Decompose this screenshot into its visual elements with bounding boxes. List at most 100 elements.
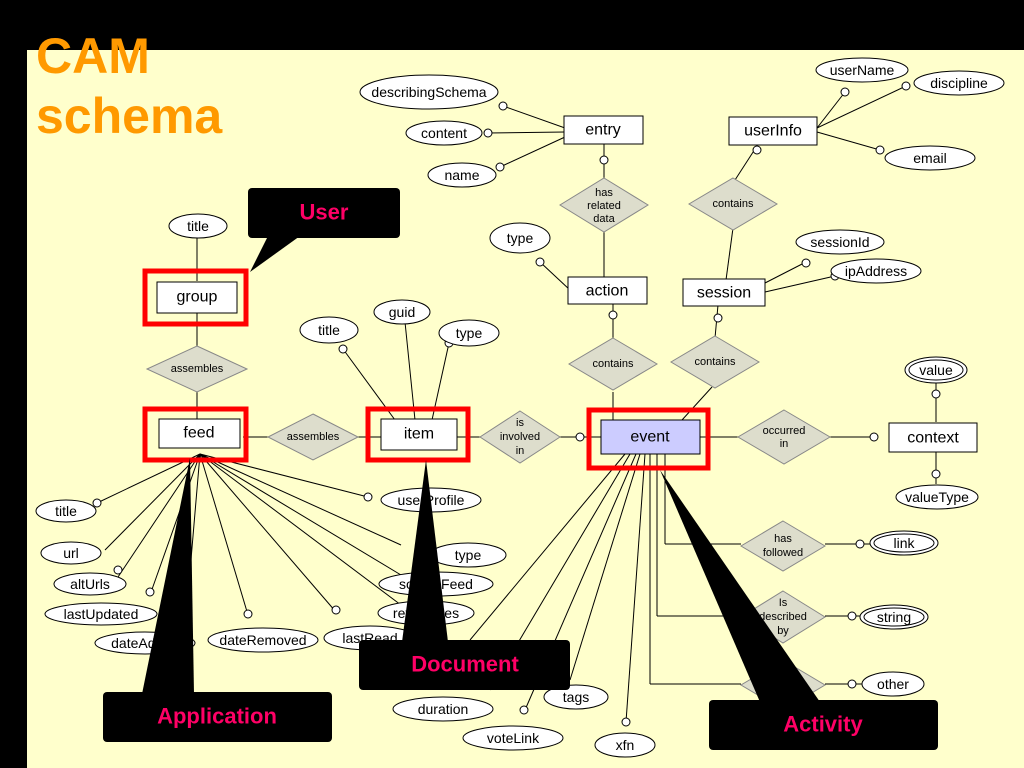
rel-text: contains [713,198,754,210]
attr-value: value [904,356,968,384]
rel-text: in [516,445,525,457]
attr-type-feed: type [429,542,507,568]
svg-text:sessionId: sessionId [810,234,869,250]
svg-text:ipAddress: ipAddress [845,263,907,279]
svg-text:describingSchema: describingSchema [371,84,486,100]
attr-title-item: title [299,316,359,344]
entity-label: feed [183,425,214,442]
svg-text:type: type [455,547,482,563]
svg-text:dateRemoved: dateRemoved [219,632,306,648]
rel-text: assembles [171,363,224,375]
cardinality-markers [92,81,941,727]
rel-text: contains [593,358,634,370]
attr-sessionid: sessionId [795,229,885,255]
callout-user-text: User [300,200,349,225]
title-line-1: CAM [36,28,150,84]
entity-action[interactable]: action [567,276,648,305]
callout-document-text: Document [411,652,519,677]
svg-text:altUrls: altUrls [70,576,110,592]
rel-text: involved [500,431,540,443]
relationship-contains-action: contains [568,337,658,391]
svg-text:title: title [55,503,77,519]
callout-activity-text: Activity [783,712,863,737]
entity-item[interactable]: item [380,418,458,451]
relationship-assembles-item: assembles [266,413,360,461]
relationship-occurred-in: occurred in [737,409,831,465]
callout-document: Document [359,460,570,690]
highlight-group [142,268,249,327]
svg-text:discipline: discipline [930,75,988,91]
attr-title-group: title [168,213,228,239]
callout-application: Application [103,458,332,742]
entity-label: context [907,430,959,447]
svg-text:lastUpdated: lastUpdated [64,606,139,622]
entity-label: group [177,289,218,306]
entity-session[interactable]: session [682,278,766,307]
svg-text:title: title [318,322,340,338]
svg-text:value: value [919,362,953,378]
attr-content: content [405,120,483,146]
svg-text:userName: userName [830,62,895,78]
rel-text: in [780,438,789,450]
entity-group[interactable]: group [156,281,238,314]
rel-text: assembles [287,431,340,443]
slide-title: CAM schema [36,26,222,146]
attr-votelink: voteLink [462,725,564,751]
svg-text:type: type [507,230,534,246]
svg-text:url: url [63,545,79,561]
attr-link: link [869,530,939,556]
svg-text:content: content [421,125,467,141]
rel-text: by [777,625,789,637]
entity-label: event [630,429,670,446]
entity-context[interactable]: context [888,422,978,453]
highlight-item [365,406,471,463]
svg-text:voteLink: voteLink [487,730,540,746]
entity-label: entry [585,122,621,139]
svg-text:userProfile: userProfile [398,492,465,508]
attr-type-action: type [489,222,551,254]
svg-text:tags: tags [563,689,589,705]
svg-text:xfn: xfn [616,737,635,753]
entity-label: session [697,285,751,302]
rel-text: occurred [763,425,806,437]
entity-label: userInfo [744,123,802,140]
svg-text:duration: duration [418,701,469,717]
rel-text: has [774,533,792,545]
svg-text:other: other [877,676,909,692]
entity-event[interactable]: event [600,419,701,455]
attr-dateremoved: dateRemoved [207,627,319,653]
svg-text:title: title [187,218,209,234]
attr-alturls: altUrls [53,572,127,596]
svg-text:email: email [913,150,946,166]
svg-text:string: string [877,609,911,625]
relationship-contains-session: contains [670,335,760,389]
attr-xfn: xfn [594,732,656,758]
svg-text:type: type [456,325,483,341]
attr-ipaddress: ipAddress [830,258,922,284]
attr-valuetype: valueType [895,484,979,510]
rel-text: described [759,611,807,623]
entity-entry[interactable]: entry [563,115,644,145]
relationship-has-followed: has followed [740,520,826,572]
entity-label: item [404,426,434,443]
entity-feed[interactable]: feed [158,418,241,449]
attr-duration: duration [392,696,494,722]
rel-text: data [593,213,615,225]
entity-userinfo[interactable]: userInfo [728,116,818,146]
relationship-contains-userinfo: contains [688,177,778,231]
attr-name: name [427,162,497,188]
rel-text: has [595,187,613,199]
rel-text: followed [763,547,803,559]
attr-title-feed: title [35,499,97,523]
highlight-event [586,407,711,471]
svg-text:guid: guid [389,304,415,320]
rel-text: related [587,200,621,212]
attr-describingschema: describingSchema [359,74,499,110]
attr-tags: tags [543,684,609,710]
attr-string: string [859,604,929,630]
svg-text:name: name [444,167,479,183]
relationship-assembles-group: assembles [145,345,249,393]
highlight-feed [142,406,249,463]
entity-label: action [586,283,629,300]
